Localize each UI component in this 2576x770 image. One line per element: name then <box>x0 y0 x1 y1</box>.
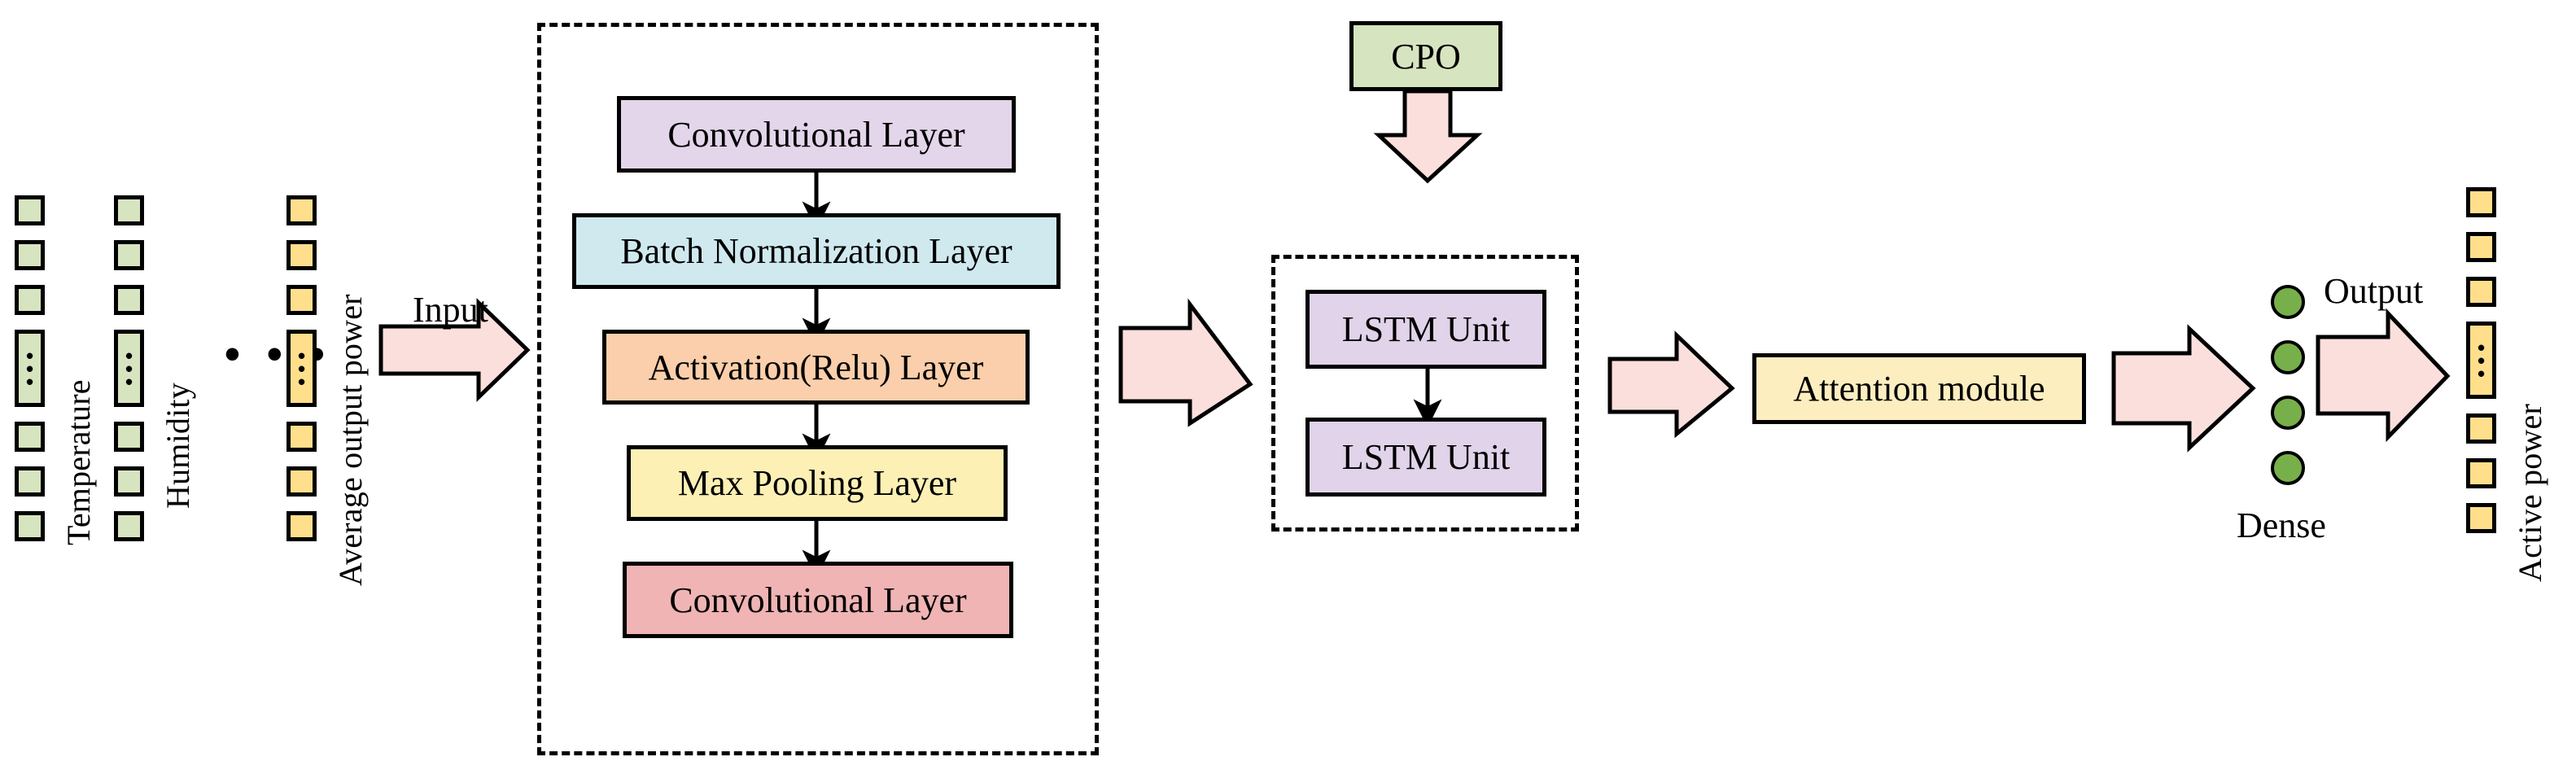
cnn-layer-max-pooling[interactable]: Max Pooling Layer <box>627 445 1008 521</box>
input-column-label-temperature: Temperature <box>60 379 97 545</box>
cnn-layer-label: Convolutional Layer <box>667 114 965 155</box>
output-cell <box>2466 503 2496 533</box>
output-cell <box>2466 277 2496 307</box>
output-cell <box>2466 413 2496 444</box>
block-arrow-cpo-down <box>1373 89 1483 184</box>
block-arrow-output <box>2316 308 2451 443</box>
dense-node <box>2271 285 2305 319</box>
cnn-layer-activation-relu[interactable]: Activation(Relu) Layer <box>602 330 1030 405</box>
input-column-label-humidity: Humidity <box>160 383 196 509</box>
output-arrow-label: Output <box>2324 271 2424 311</box>
block-arrow-attention-to-dense <box>2111 324 2256 453</box>
feature-cell <box>286 285 317 315</box>
output-column-label-active-power: Active power <box>2512 404 2548 582</box>
block-arrow-input <box>378 298 531 402</box>
block-arrow-cnn-to-lstm <box>1118 298 1253 427</box>
cnn-layer-batch-normalization[interactable]: Batch Normalization Layer <box>572 213 1061 289</box>
vertical-ellipsis: ••• <box>125 343 133 394</box>
feature-cell <box>286 466 317 497</box>
output-cell <box>2466 232 2496 262</box>
feature-cell <box>114 285 144 315</box>
input-column-label-average-output-power: Average output power <box>332 294 369 586</box>
feature-cell <box>286 195 317 225</box>
feature-cell <box>114 466 144 497</box>
attention-module-box[interactable]: Attention module <box>1752 353 2086 424</box>
dense-layer-group <box>2263 285 2328 521</box>
lstm-unit-label: LSTM Unit <box>1341 437 1511 477</box>
feature-cell <box>286 240 317 270</box>
cnn-layer-label: Activation(Relu) Layer <box>648 347 984 387</box>
vertical-ellipsis: ••• <box>2477 335 2486 386</box>
feature-cell <box>15 422 45 452</box>
feature-cell <box>15 511 45 541</box>
feature-cell <box>114 195 144 225</box>
feature-cell-ellipsis: ••• <box>286 330 317 407</box>
lstm-unit-1[interactable]: LSTM Unit <box>1305 290 1546 369</box>
feature-cell <box>15 285 45 315</box>
attention-module-label: Attention module <box>1793 369 2045 409</box>
cnn-block-container <box>537 23 1099 755</box>
vertical-ellipsis: ••• <box>297 343 306 394</box>
block-arrow-lstm-to-attention <box>1607 330 1735 439</box>
feature-cell-ellipsis: ••• <box>15 330 45 407</box>
input-arrow-label: Input <box>413 290 488 330</box>
dense-layer-label: Dense <box>2237 505 2326 545</box>
feature-cell <box>114 422 144 452</box>
lstm-unit-2[interactable]: LSTM Unit <box>1305 418 1546 497</box>
cnn-layer-convolutional-2[interactable]: Convolutional Layer <box>623 562 1013 638</box>
dense-node <box>2271 451 2305 485</box>
lstm-unit-label: LSTM Unit <box>1341 309 1511 349</box>
vertical-ellipsis: ••• <box>25 343 34 394</box>
cnn-layer-convolutional-1[interactable]: Convolutional Layer <box>617 96 1016 173</box>
cnn-layer-label: Max Pooling Layer <box>677 463 957 503</box>
feature-cell <box>286 422 317 452</box>
feature-cell <box>114 511 144 541</box>
feature-cell <box>15 195 45 225</box>
dense-node <box>2271 396 2305 430</box>
cnn-layer-label: Batch Normalization Layer <box>620 231 1012 271</box>
output-cell <box>2466 187 2496 217</box>
feature-cell <box>114 240 144 270</box>
output-cell-ellipsis: ••• <box>2466 322 2496 399</box>
feature-cell-ellipsis: ••• <box>114 330 144 407</box>
feature-cell <box>286 511 317 541</box>
cpo-optimizer-box[interactable]: CPO <box>1349 21 1502 91</box>
dense-node <box>2271 340 2305 374</box>
lstm-block-container <box>1271 255 1579 532</box>
cnn-layer-label: Convolutional Layer <box>669 580 967 620</box>
feature-cell <box>15 240 45 270</box>
feature-cell <box>15 466 45 497</box>
cpo-label: CPO <box>1391 36 1461 77</box>
output-cell <box>2466 458 2496 488</box>
